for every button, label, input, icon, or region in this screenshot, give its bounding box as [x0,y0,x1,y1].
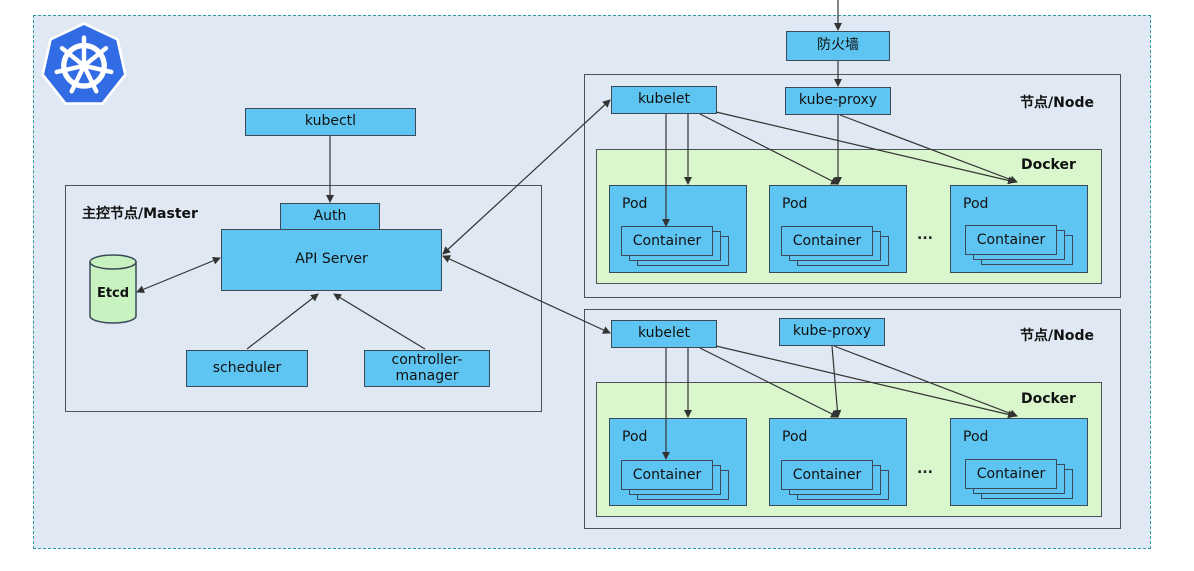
etcd-database-icon [89,254,137,324]
controller-manager-label: manager [395,367,459,384]
pod-label: Pod [622,429,648,445]
pod-label: Pod [782,429,808,445]
more-pods-ellipsis: ... [917,227,933,243]
pod-label: Pod [963,196,989,212]
kubectl-box: kubectl [245,108,416,136]
etcd-label: Etcd [96,286,130,301]
master-title: 主控节点/Master [82,206,198,222]
kubelet-box: kubelet [611,86,717,114]
scheduler-box: scheduler [186,350,308,387]
kubelet-box: kubelet [611,320,717,348]
container-box: Container [781,226,873,256]
kube-proxy-box: kube-proxy [785,87,891,115]
container-box: Container [621,226,713,256]
container-box: Container [965,459,1057,489]
container-box: Container [621,460,713,490]
controller-manager-label: controller- [391,352,463,369]
docker-title: Docker [1021,391,1076,407]
kubernetes-logo-icon [41,22,127,105]
firewall-box: 防火墙 [786,31,890,61]
container-box: Container [781,460,873,490]
node-title: 节点/Node [1020,95,1094,111]
docker-title: Docker [1021,157,1076,173]
kube-proxy-box: kube-proxy [779,318,885,346]
controller-manager-box: controller- manager [364,350,490,387]
auth-box: Auth [280,203,380,230]
pod-label: Pod [963,429,989,445]
more-pods-ellipsis: ... [917,461,933,477]
api-server-box: API Server [221,229,442,291]
pod-label: Pod [622,196,648,212]
node-title: 节点/Node [1020,328,1094,344]
pod-label: Pod [782,196,808,212]
container-box: Container [965,225,1057,255]
